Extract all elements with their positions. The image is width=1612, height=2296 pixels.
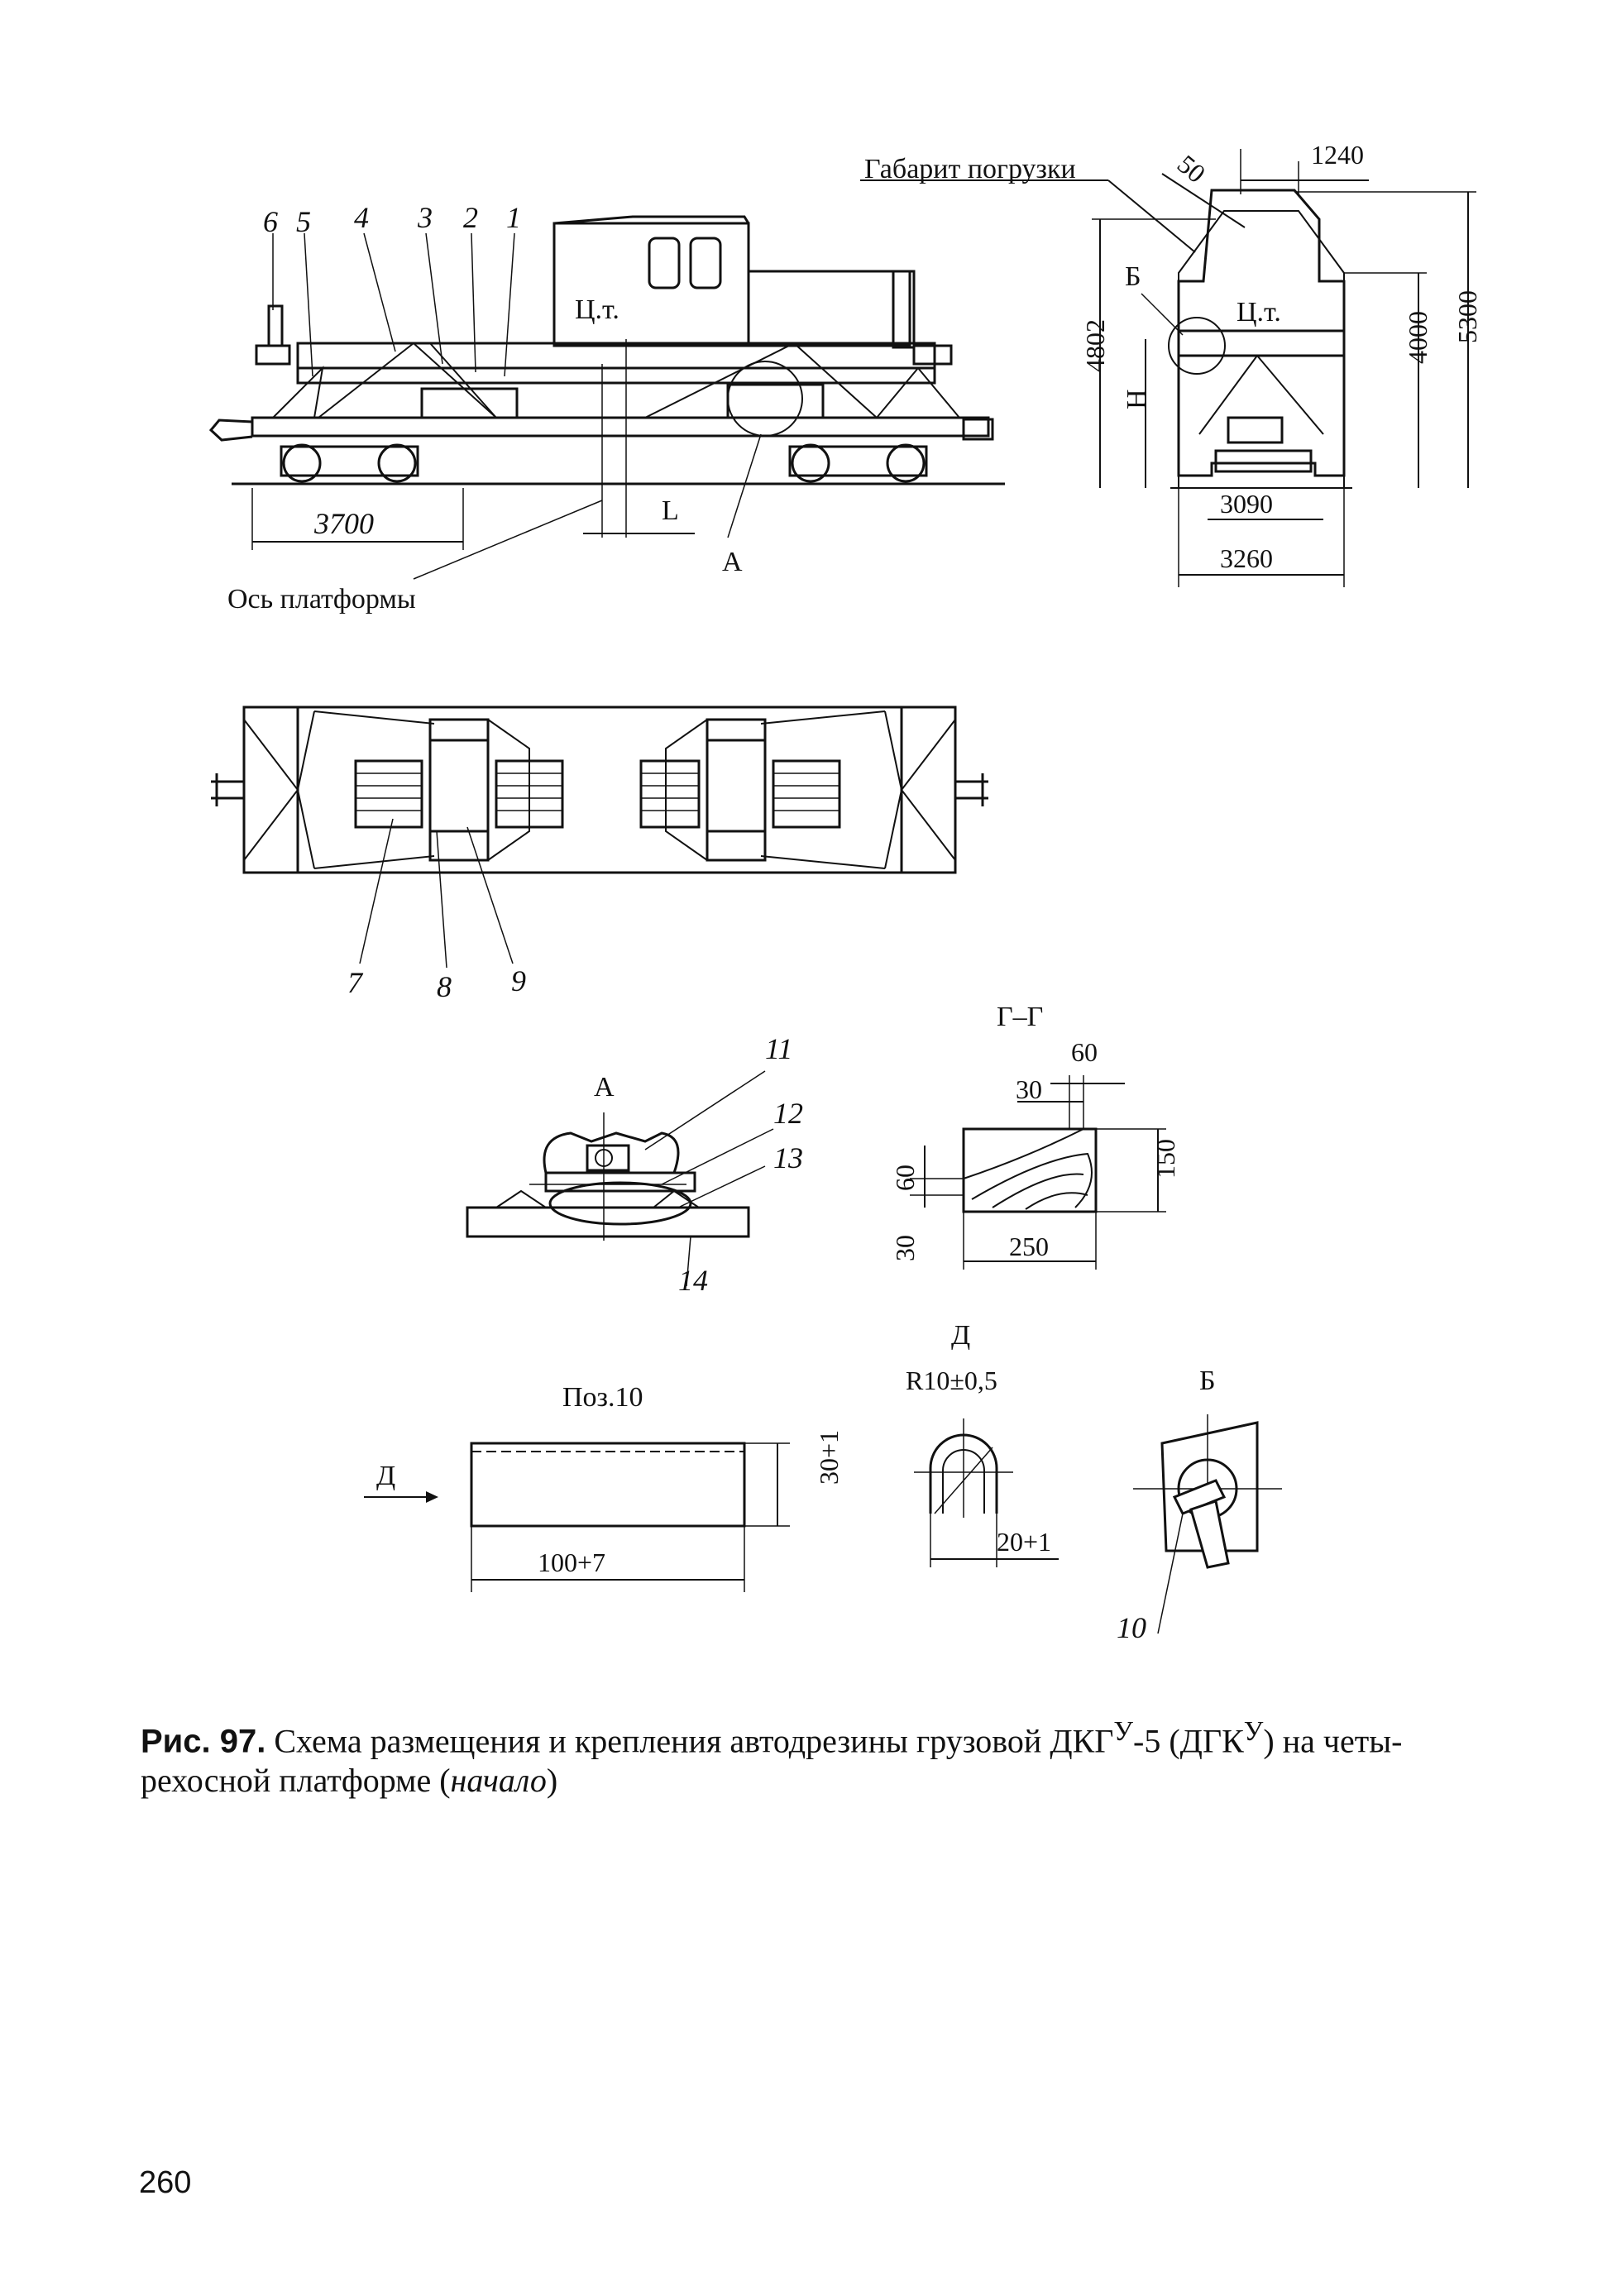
plan-callout-8: 8	[437, 970, 452, 1003]
pos10-arrow-label: Д	[376, 1461, 395, 1491]
detail-A-callout-12: 12	[773, 1097, 803, 1130]
caption-sup-2: У	[1243, 1716, 1264, 1747]
detail-A-title: А	[594, 1072, 615, 1103]
side-callout-5: 5	[296, 205, 311, 238]
detail-A-callout-14: 14	[678, 1264, 708, 1297]
figure-number: Рис. 97.	[141, 1723, 266, 1760]
figure-caption: Рис. 97. Схема размещения и крепления ав…	[141, 1712, 1480, 1801]
section-dim-30-top: 30	[1016, 1074, 1042, 1104]
dim-50: 50	[1172, 149, 1212, 189]
plan-callout-9: 9	[511, 964, 526, 997]
caption-text-4: )	[546, 1762, 558, 1800]
plan-view: 7 8 9	[211, 706, 988, 1003]
pos10-dim-length: 100+7	[538, 1547, 605, 1577]
end-cg-label: Ц.т.	[1237, 297, 1281, 328]
end-label-B: Б	[1125, 261, 1141, 292]
dim-3090: 3090	[1220, 489, 1273, 519]
detail-D-title: Д	[951, 1320, 970, 1351]
section-dim-30-left: 30	[890, 1235, 920, 1261]
section-dim-250: 250	[1009, 1232, 1049, 1261]
side-callout-2: 2	[463, 201, 478, 234]
detail-D-radius: R10±0,5	[906, 1366, 997, 1395]
detail-A-callout-11: 11	[765, 1032, 792, 1065]
pos10-title: Поз.10	[562, 1382, 643, 1413]
detail-D-dim: 20+1	[997, 1527, 1051, 1557]
side-view: 6 5 4 3 2 1 Ц.т. 3700 L Ось платформы А	[208, 201, 1005, 615]
dim-4802: 4802	[1080, 319, 1110, 372]
section-GG-title: Г–Г	[997, 1002, 1043, 1032]
detail-B-title: Б	[1199, 1366, 1216, 1396]
dim-3700: 3700	[313, 507, 374, 540]
dim-5300: 5300	[1452, 290, 1482, 343]
pos10-dim-height: 30+1	[814, 1430, 844, 1485]
gauge-label: Габарит погрузки	[864, 154, 1076, 184]
dim-1240: 1240	[1311, 140, 1364, 170]
plan-callout-7: 7	[347, 966, 364, 999]
side-callout-1: 1	[506, 201, 521, 234]
pos10-detail: Поз.10 Д 100+7 30+1	[364, 1382, 844, 1592]
section-GG: Г–Г 60 30 150 60 30 250	[890, 1002, 1180, 1270]
side-callout-3: 3	[417, 201, 433, 234]
detail-B: Б 10	[1117, 1366, 1282, 1644]
page-number: 260	[139, 2165, 192, 2200]
caption-text-1: Схема размещения и крепления автодрезины…	[265, 1722, 1114, 1760]
section-dim-60-top: 60	[1071, 1037, 1098, 1067]
caption-text-2: -5 (ДГК	[1133, 1722, 1244, 1760]
detail-A-callout-13: 13	[773, 1141, 803, 1174]
side-callout-4: 4	[354, 201, 369, 234]
dim-3260: 3260	[1220, 543, 1273, 573]
dim-L: L	[662, 495, 679, 526]
platform-axis-label: Ось платформы	[227, 584, 416, 615]
section-dim-150: 150	[1150, 1139, 1180, 1179]
detail-D: Д R10±0,5 20+1	[906, 1320, 1059, 1567]
detail-A: А 11 12 13 14	[466, 1032, 803, 1297]
side-callout-6: 6	[263, 205, 278, 238]
view-A-marker: А	[722, 547, 743, 577]
caption-text-3: ) на четы-рехосной платформе (	[141, 1722, 1403, 1800]
dim-H: H	[1122, 389, 1152, 409]
caption-sup-1: У	[1113, 1716, 1134, 1747]
section-dim-60-left: 60	[890, 1165, 920, 1191]
caption-italic: начало	[450, 1762, 547, 1800]
side-cg-label: Ц.т.	[575, 294, 619, 325]
end-view: Габарит погрузки 50 1240 Б Ц.т. 4802 H 4…	[860, 140, 1482, 587]
detail-B-callout-10: 10	[1117, 1611, 1146, 1644]
dim-4000: 4000	[1403, 311, 1433, 364]
